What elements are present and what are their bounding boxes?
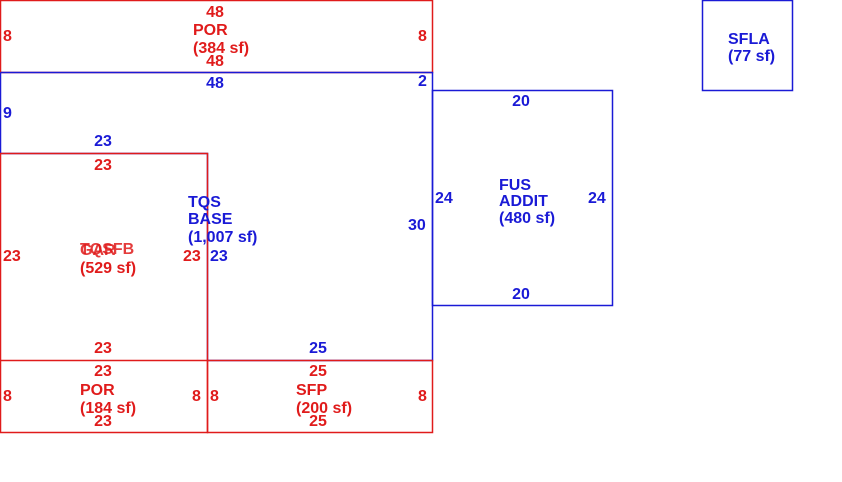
fus-dim-top: 20	[512, 93, 530, 110]
gar-dim-top: 23	[94, 157, 112, 174]
por-top-area: (384 sf)	[193, 40, 249, 57]
gar-dim-bottom: 23	[94, 340, 112, 357]
porb-area: (184 sf)	[80, 400, 136, 417]
fus-addit-outline	[431, 89, 614, 307]
gar-area: (529 sf)	[80, 260, 136, 277]
por-top-dim-right: 8	[418, 28, 427, 45]
tqsfb-name: TQSFB	[80, 241, 134, 258]
gar-dim-right: 23	[183, 248, 201, 265]
porb-dim-right: 8	[192, 388, 201, 405]
base-dim-right: 30	[408, 217, 426, 234]
sfp-dim-left: 8	[210, 388, 219, 405]
fus-dim-bottom: 20	[512, 286, 530, 303]
porb-dim-top: 23	[94, 363, 112, 380]
sfla-area: (77 sf)	[728, 48, 775, 65]
por-top-name: POR	[193, 22, 228, 39]
base-dim-bottom: 25	[309, 340, 327, 357]
fus-area: (480 sf)	[499, 210, 555, 227]
sfp-name: SFP	[296, 382, 327, 399]
porb-dim-bottom: 23	[94, 413, 112, 430]
sfp-area: (200 sf)	[296, 400, 352, 417]
fus-dim-right: 24	[588, 190, 606, 207]
sfp-dim-right: 8	[418, 388, 427, 405]
por-top-dim-top: 48	[206, 4, 224, 21]
porb-dim-left: 8	[3, 388, 12, 405]
tqs-base-name-2: BASE	[188, 211, 233, 228]
base-dim-left: 9	[3, 105, 12, 122]
tqs-base-area: (1,007 sf)	[188, 229, 257, 246]
por-top-dim-bottom: 48	[206, 53, 224, 70]
sfla-outline	[701, 0, 794, 92]
sfp-dim-bottom: 25	[309, 413, 327, 430]
base-dim-inner-right: 23	[210, 248, 228, 265]
base-dim-top: 48	[206, 75, 224, 92]
fus-dim-left: 24	[435, 190, 453, 207]
sfp-outline	[206, 359, 434, 434]
porb-name: POR	[80, 382, 115, 399]
fus-name-2: ADDIT	[499, 193, 548, 210]
gar-dim-left: 23	[3, 248, 21, 265]
sfp-dim-top: 25	[309, 363, 327, 380]
gar-name: GAR	[80, 242, 116, 259]
base-dim-inner-top: 23	[94, 133, 112, 150]
base-dim-notch: 2	[418, 73, 427, 90]
fus-name-1: FUS	[499, 177, 531, 194]
tqs-base-name-1: TQS	[188, 194, 221, 211]
sfla-name: SFLA	[728, 31, 770, 48]
gar-outline	[0, 152, 209, 361]
por-top-dim-left: 8	[3, 28, 12, 45]
